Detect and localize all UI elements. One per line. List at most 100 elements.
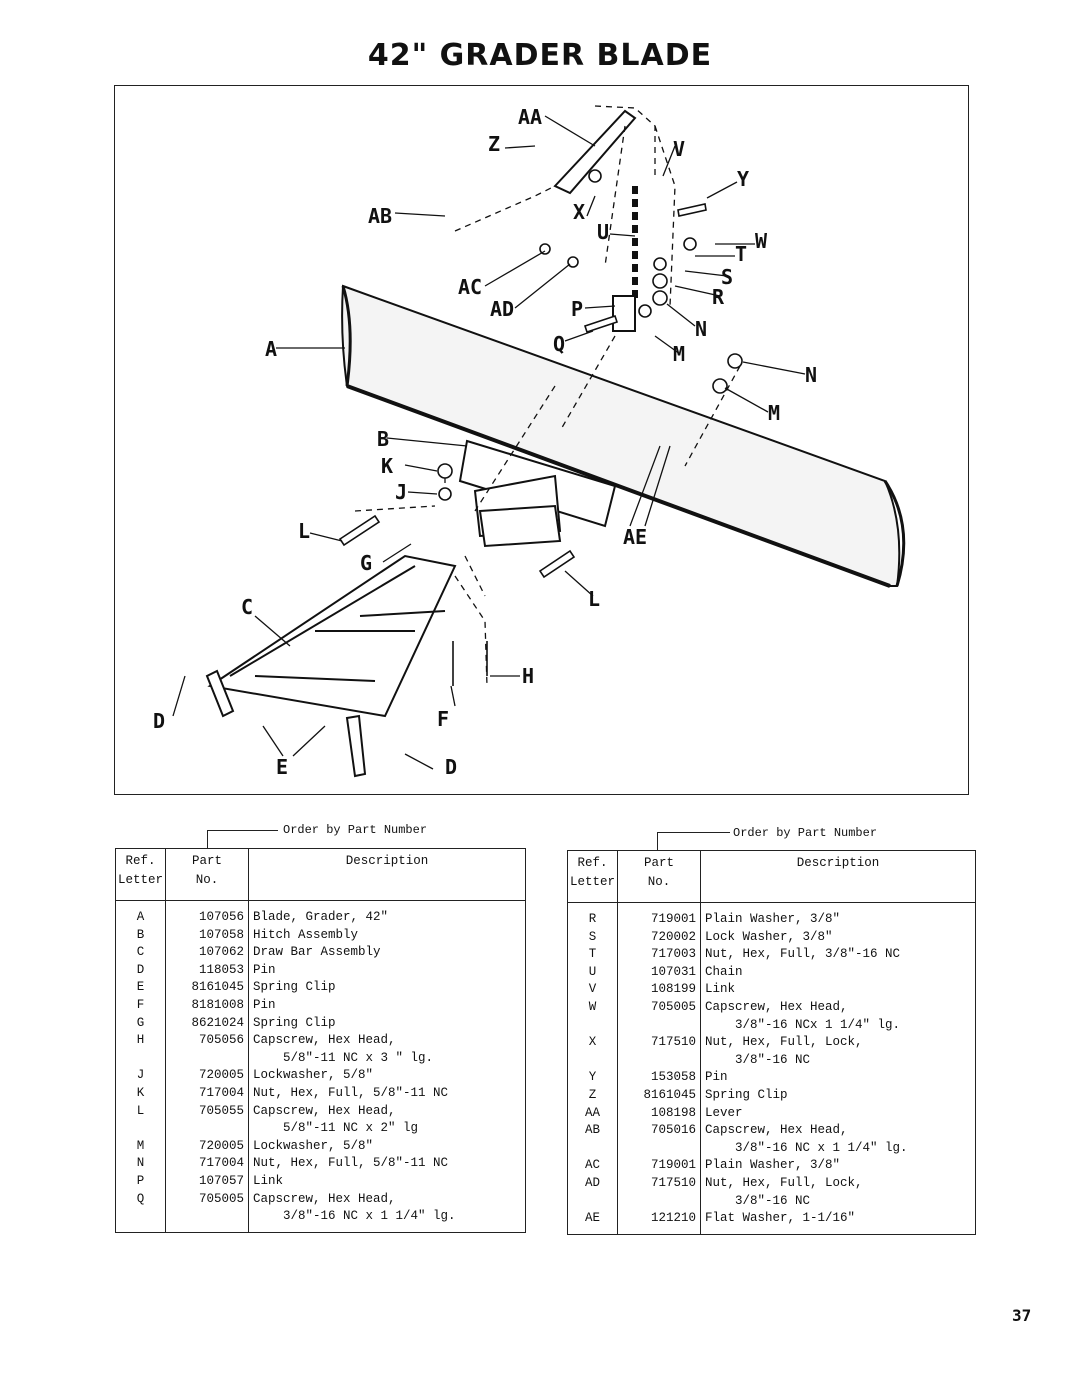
- callout-s: S: [721, 265, 733, 289]
- callout-r: R: [712, 285, 725, 309]
- description-cell: Draw Bar Assembly: [248, 944, 527, 962]
- description-cell: Hitch Assembly: [248, 926, 527, 945]
- description-cell: Lock Washer, 3/8": [700, 928, 977, 947]
- ref-letter-cell: W: [566, 998, 619, 1035]
- part-number-cell: 717510: [617, 1034, 702, 1070]
- callout-ae: AE: [623, 525, 647, 549]
- header-ref-letter: Ref. Letter: [114, 848, 167, 901]
- part-number-cell: 108199: [617, 981, 702, 999]
- description-cell: Blade, Grader, 42": [248, 900, 527, 927]
- callout-m-upper: M: [673, 342, 685, 366]
- ref-letter-cell: J: [114, 1067, 167, 1085]
- description-cell: Pin: [248, 961, 527, 980]
- callout-g: G: [360, 551, 372, 575]
- callout-v: V: [673, 137, 685, 161]
- page-title: 42" GRADER BLADE: [367, 38, 713, 73]
- ref-letter-cell: AE: [566, 1210, 619, 1235]
- exploded-parts-diagram: AA Z V Y AB X W U T S AC R AD P N Q M A …: [114, 85, 969, 795]
- description-cell: Nut, Hex, Full, Lock, 3/8"-16 NC: [700, 1034, 977, 1070]
- description-cell: Capscrew, Hex Head, 3/8"-16 NC x 1 1/4" …: [700, 1122, 977, 1158]
- description-cell: Lever: [700, 1104, 977, 1123]
- part-number-cell: 720005: [165, 1137, 250, 1156]
- ref-letter-cell: S: [566, 928, 619, 947]
- description-cell: Nut, Hex, Full, 5/8"-11 NC: [248, 1084, 527, 1103]
- callout-k: K: [381, 454, 393, 478]
- part-number-cell: 717004: [165, 1155, 250, 1173]
- callout-e: E: [276, 755, 288, 779]
- description-cell: Spring Clip: [700, 1086, 977, 1105]
- part-number-cell: 8621024: [165, 1014, 250, 1033]
- ref-letter-cell: G: [114, 1014, 167, 1033]
- header-part-no: Part No.: [165, 848, 250, 901]
- callout-u: U: [597, 220, 609, 244]
- part-number-cell: 705056: [165, 1032, 250, 1068]
- description-cell: Capscrew, Hex Head, 3/8"-16 NCx 1 1/4" l…: [700, 998, 977, 1035]
- callout-c: C: [241, 595, 253, 619]
- ref-letter-cell: M: [114, 1137, 167, 1156]
- description-cell: Capscrew, Hex Head, 5/8"-11 NC x 3 " lg.: [248, 1032, 527, 1068]
- callout-a: A: [265, 337, 277, 361]
- part-number-cell: 705005: [165, 1190, 250, 1233]
- part-number-cell: 107056: [165, 900, 250, 927]
- part-number-cell: 118053: [165, 961, 250, 980]
- ref-letter-cell: Y: [566, 1069, 619, 1087]
- ref-letter-cell: E: [114, 979, 167, 997]
- callout-l-right: L: [588, 587, 600, 611]
- callout-ab: AB: [368, 204, 392, 228]
- description-cell: Nut, Hex, Full, 3/8"-16 NC: [700, 946, 977, 964]
- ref-letter-cell: R: [566, 902, 619, 929]
- description-cell: Plain Washer, 3/8": [700, 1157, 977, 1175]
- part-number-cell: 8181008: [165, 996, 250, 1015]
- part-number-cell: 153058: [617, 1069, 702, 1087]
- part-number-cell: 108198: [617, 1104, 702, 1123]
- header-description: Description: [700, 850, 977, 903]
- header-ref-letter: Ref. Letter: [566, 850, 619, 903]
- description-cell: Flat Washer, 1-1/16": [700, 1210, 977, 1235]
- header-part-no: Part No.: [617, 850, 702, 903]
- ref-letter-cell: AC: [566, 1157, 619, 1175]
- ref-letter-cell: AA: [566, 1104, 619, 1123]
- lever: [553, 109, 637, 195]
- ref-letter-cell: N: [114, 1155, 167, 1173]
- description-cell: Nut, Hex, Full, 5/8"-11 NC: [248, 1155, 527, 1173]
- description-cell: Capscrew, Hex Head, 3/8"-16 NC x 1 1/4" …: [248, 1190, 527, 1233]
- part-number-cell: 107057: [165, 1172, 250, 1191]
- part-number-cell: 719001: [617, 1157, 702, 1175]
- callout-b: B: [377, 427, 389, 451]
- ref-letter-cell: H: [114, 1032, 167, 1068]
- hardware: [338, 169, 743, 686]
- page-number: 37: [1012, 1306, 1032, 1325]
- table-header-row: Ref. Letter Part No. Description: [566, 850, 977, 903]
- part-number-cell: 121210: [617, 1210, 702, 1235]
- description-cell: Link: [700, 981, 977, 999]
- order-note-left: Order by Part Number: [283, 823, 428, 837]
- ref-letter-cell: X: [566, 1034, 619, 1070]
- callout-q: Q: [553, 332, 565, 356]
- part-number-cell: 717004: [165, 1084, 250, 1103]
- part-number-cell: 719001: [617, 902, 702, 929]
- part-number-cell: 8161045: [617, 1086, 702, 1105]
- callout-n-upper: N: [695, 317, 707, 341]
- callout-y: Y: [737, 167, 749, 191]
- order-note-right: Order by Part Number: [733, 826, 878, 840]
- ref-letter-cell: C: [114, 944, 167, 962]
- description-cell: Spring Clip: [248, 979, 527, 997]
- callout-n-lower: N: [805, 363, 817, 387]
- callout-ac: AC: [458, 275, 482, 299]
- part-number-cell: 107031: [617, 963, 702, 982]
- callout-letters: AA Z V Y AB X W U T S AC R AD P N Q M A …: [153, 105, 817, 779]
